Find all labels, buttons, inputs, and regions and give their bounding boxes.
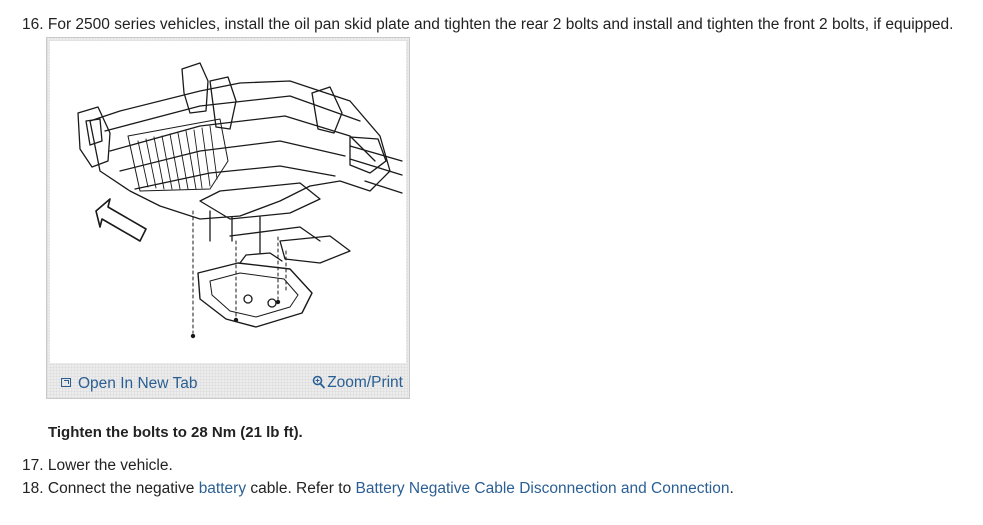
step-text: Lower the vehicle. [47,457,173,474]
figure-link-bar: Open In New Tab Zoom/Print [47,372,409,396]
step-number: 17. [22,457,44,474]
illustration-figure: Open In New Tab Zoom/Print [46,37,410,399]
zoom-print-link[interactable]: Zoom/Print [312,373,403,393]
step-number: 18. [22,480,44,497]
step-text-before: Connect the negative [47,480,195,497]
step-16: 16. For 2500 series vehicles, install th… [22,15,953,35]
step-18: 18. Connect the negative battery cable. … [22,479,734,499]
step-number: 16. [22,16,44,33]
step-text-after: . [729,480,734,497]
open-in-new-tab-label: Open In New Tab [78,375,198,392]
step-text: For 2500 series vehicles, install the oi… [47,16,954,33]
torque-specification: Tighten the bolts to 28 Nm (21 lb ft). [48,424,303,441]
skid-plate-illustration [50,41,406,363]
external-window-icon [61,378,71,387]
zoom-print-label: Zoom/Print [327,374,403,391]
battery-cable-procedure-link[interactable]: Battery Negative Cable Disconnection and… [355,480,730,497]
step-text-middle: cable. Refer to [250,480,352,497]
open-in-new-tab-link[interactable]: Open In New Tab [61,374,197,394]
step-17: 17. Lower the vehicle. [22,456,173,476]
battery-link[interactable]: battery [198,480,247,497]
magnifier-icon [312,375,326,389]
frame-and-skid-plate-drawing [77,62,403,339]
